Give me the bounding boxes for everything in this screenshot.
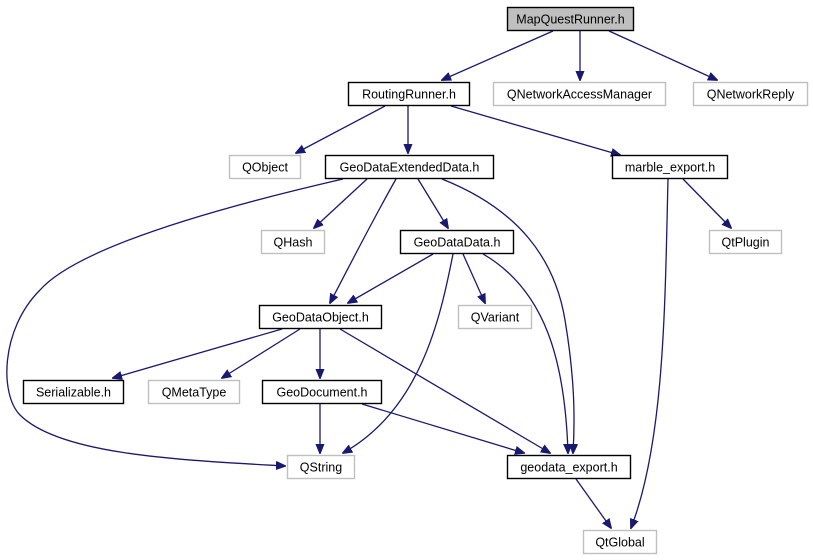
edge-routingrunner-to-marble_export: [450, 105, 620, 155]
node-qvariant: QVariant: [457, 304, 533, 330]
node-serializable[interactable]: Serializable.h: [22, 379, 125, 405]
edge-geodataextendeddata-to-geodataobject: [330, 178, 397, 303]
edge-geodatadata-to-qvariant: [462, 253, 485, 303]
node-label: QNetworkAccessManager: [507, 88, 652, 102]
edge-routingrunner-to-qobject: [296, 105, 386, 153]
node-qstring: QString: [286, 454, 356, 480]
edge-geodataextendeddata-to-geodatadata: [417, 178, 448, 228]
node-box: [506, 454, 632, 480]
node-qnetworkreply: QNetworkReply: [692, 81, 809, 107]
node-box: [260, 229, 326, 255]
node-box: [286, 454, 356, 480]
node-label: QObject: [242, 161, 288, 175]
edge-geodataobject-to-geodata_export: [339, 328, 550, 453]
node-box: [22, 379, 125, 405]
edge-geodatadata-to-qstring: [343, 253, 454, 453]
edge-mapquestrunner-to-qnetworkreply: [608, 30, 717, 80]
edge-geodataextendeddata-to-qstring: [6, 178, 344, 466]
edge-marble_export-to-qtplugin: [682, 178, 731, 228]
node-label: GeoDataData.h: [414, 236, 501, 250]
node-qtglobal: QtGlobal: [582, 529, 658, 555]
node-label: QString: [300, 461, 342, 475]
node-qtplugin: QtPlugin: [708, 229, 783, 255]
node-label: marble_export.h: [625, 161, 715, 175]
edge-geodocument-to-geodata_export: [361, 403, 524, 453]
node-label: QHash: [274, 236, 313, 250]
node-geodataobject[interactable]: GeoDataObject.h: [258, 304, 383, 330]
node-box: [582, 529, 658, 555]
node-label: GeoDocument.h: [276, 386, 367, 400]
node-box: [492, 81, 667, 107]
edge-geodataextendeddata-to-qhash: [314, 178, 368, 228]
node-label: GeoDataExtendedData.h: [340, 161, 480, 175]
edge-geodatadata-to-geodata_export: [482, 253, 568, 453]
node-label: GeoDataObject.h: [272, 311, 369, 325]
node-box: [611, 154, 729, 180]
node-label: geodata_export.h: [520, 461, 617, 475]
node-label: MapQuestRunner.h: [516, 13, 624, 27]
node-qhash: QHash: [260, 229, 326, 255]
node-label: QtGlobal: [595, 536, 644, 550]
node-qmetatype: QMetaType: [147, 379, 241, 405]
node-qnetworkaccessmanager: QNetworkAccessManager: [492, 81, 667, 107]
node-qobject: QObject: [228, 154, 302, 180]
node-box: [324, 154, 495, 180]
edge-geodataextendeddata-to-geodata_export: [441, 178, 574, 453]
node-box: [258, 304, 383, 330]
edge-geodatadata-to-geodataobject: [348, 253, 434, 303]
node-box: [692, 81, 809, 107]
node-box: [506, 6, 635, 32]
edge-mapquestrunner-to-routingrunner: [442, 30, 554, 80]
node-geodatadata[interactable]: GeoDataData.h: [399, 229, 515, 255]
node-mapquestrunner[interactable]: MapQuestRunner.h: [506, 6, 635, 32]
edges-layer: [6, 30, 731, 528]
node-routingrunner[interactable]: RoutingRunner.h: [347, 81, 471, 107]
node-geodata_export[interactable]: geodata_export.h: [506, 454, 632, 480]
node-label: Serializable.h: [36, 386, 111, 400]
node-label: QtPlugin: [722, 236, 770, 250]
node-box: [147, 379, 241, 405]
node-box: [457, 304, 533, 330]
node-box: [228, 154, 302, 180]
node-label: QVariant: [471, 311, 520, 325]
node-box: [347, 81, 471, 107]
edge-geodata_export-to-qtglobal: [575, 478, 611, 528]
node-marble_export[interactable]: marble_export.h: [611, 154, 729, 180]
node-geodataextendeddata[interactable]: GeoDataExtendedData.h: [324, 154, 495, 180]
node-label: QMetaType: [162, 386, 227, 400]
edge-geodataobject-to-qmetatype: [222, 328, 301, 378]
node-box: [261, 379, 383, 405]
edge-marble_export-to-qtglobal: [631, 178, 669, 528]
node-geodocument[interactable]: GeoDocument.h: [261, 379, 383, 405]
node-box: [399, 229, 515, 255]
node-label: RoutingRunner.h: [362, 88, 456, 102]
node-box: [708, 229, 783, 255]
edge-geodataobject-to-serializable: [113, 328, 283, 378]
node-label: QNetworkReply: [707, 88, 795, 102]
